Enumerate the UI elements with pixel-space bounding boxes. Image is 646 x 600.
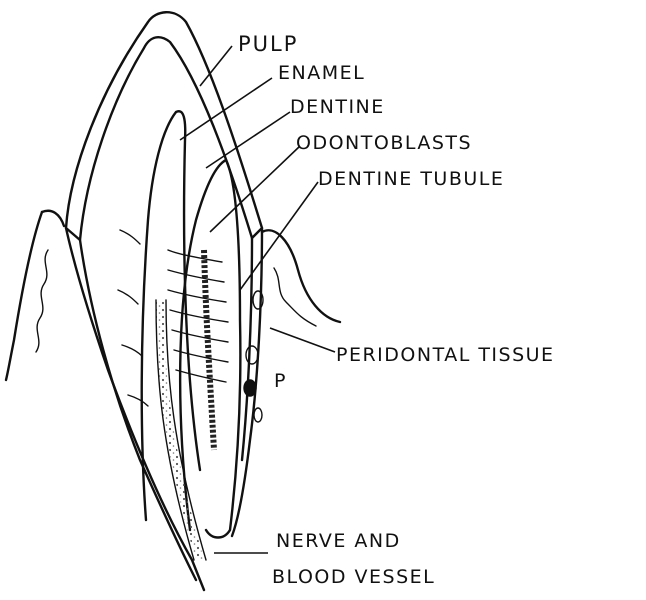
label-peridontal-tissue: PERIDONTAL TISSUE (336, 346, 555, 365)
enamel-layer (66, 12, 262, 240)
label-odontoblasts: ODONTOBLASTS (296, 134, 472, 153)
gum-left (6, 212, 42, 380)
tubules (118, 230, 228, 406)
label-nerve-and: NERVE AND (276, 532, 401, 551)
label-blood-vessel: BLOOD VESSEL (272, 568, 435, 587)
label-pulp: PULP (238, 34, 298, 55)
pulp-chamber-right (180, 160, 240, 538)
label-p-marker: P (274, 372, 285, 391)
label-dentine-tubule: DENTINE TUBULE (318, 170, 504, 189)
dentine-layer (80, 240, 196, 580)
label-dentine: DENTINE (290, 98, 385, 117)
label-enamel: ENAMEL (278, 64, 365, 83)
